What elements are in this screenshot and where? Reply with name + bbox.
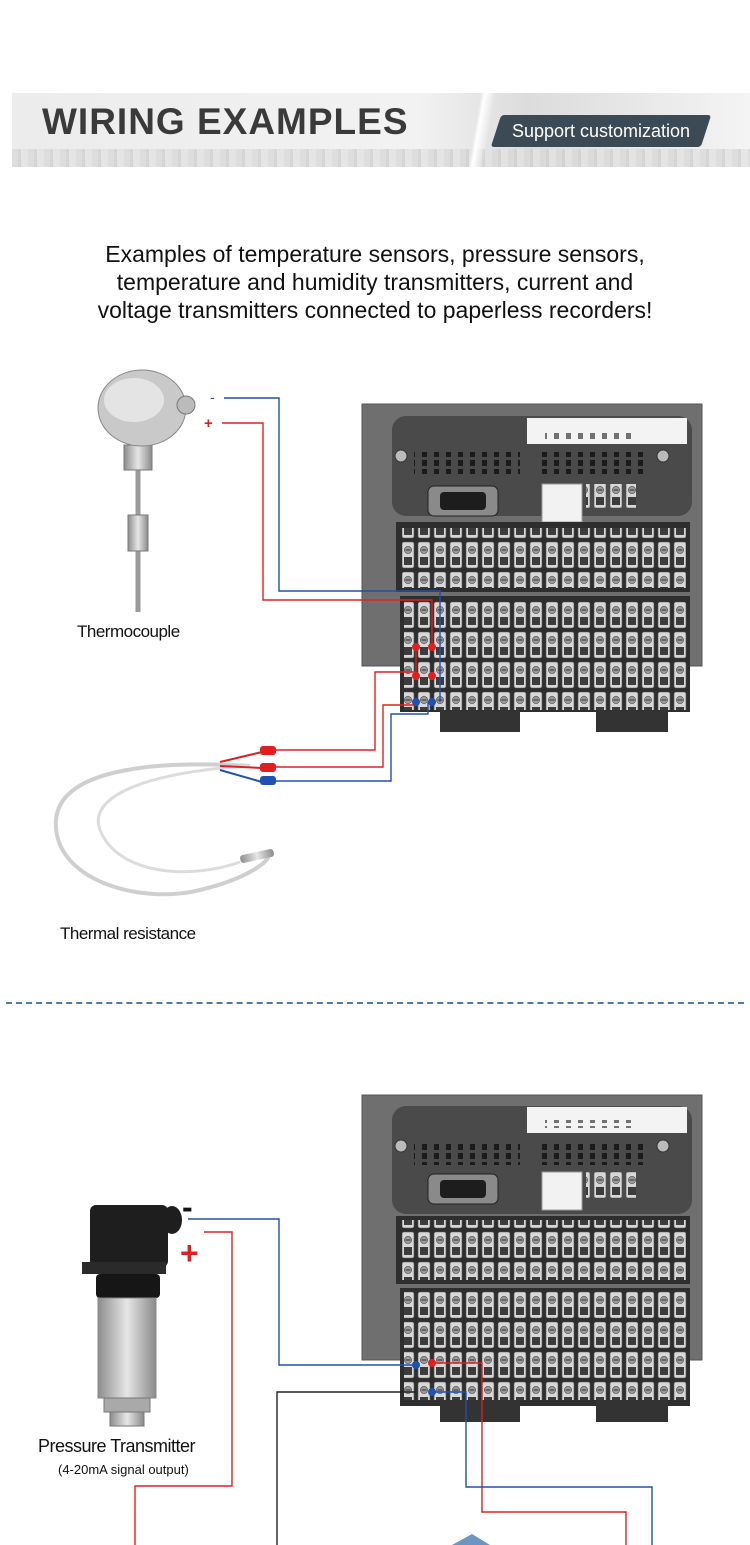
thermocouple-image — [97, 369, 196, 612]
pressure-transmitter-image — [82, 1205, 182, 1427]
support-customization-badge: Support customization — [511, 121, 691, 141]
thermal-resistance-label: Thermal resistance — [60, 924, 196, 943]
intro-line-2: temperature and humidity transmitters, c… — [116, 269, 634, 295]
thermocouple-label: Thermocouple — [77, 622, 180, 641]
banner-stripe — [12, 149, 750, 167]
intro-text: Examples of temperature sensors, pressur… — [40, 240, 710, 324]
recorder-rear-panel-2 — [361, 1094, 703, 1422]
pressure-transmitter-sublabel: (4-20mA signal output) — [58, 1462, 189, 1477]
intro-line-1: Examples of temperature sensors, pressur… — [105, 241, 645, 267]
pressure-minus-sign: - — [182, 1189, 193, 1225]
rtd-wire-1 — [276, 647, 417, 751]
section-divider — [6, 1002, 744, 1004]
thermocouple-plus-sign: + — [204, 415, 213, 432]
pressure-positive-wire — [134, 1231, 233, 1545]
pressure-transmitter-label: Pressure Transmitter — [38, 1436, 196, 1456]
rtd-wire-2 — [276, 704, 418, 768]
thermocouple-positive-wire — [222, 422, 433, 647]
thermocouple-negative-wire — [224, 397, 441, 702]
pressure-black-wire — [276, 1391, 416, 1545]
pressure-negative-wire — [188, 1218, 416, 1366]
thermal-resistance-image — [53, 746, 276, 897]
thermocouple-minus-sign: - — [210, 389, 215, 405]
header-banner: WIRING EXAMPLES Support customization — [12, 93, 750, 167]
pressure-red-wire-down — [432, 1362, 627, 1545]
pressure-blue-wire-down — [432, 1391, 653, 1545]
page-title: WIRING EXAMPLES — [42, 101, 409, 142]
recorder-rear-panel-1 — [361, 403, 703, 732]
rtd-wire-3 — [276, 702, 429, 782]
intro-line-3: voltage transmitters connected to paperl… — [97, 297, 653, 323]
pressure-plus-sign: + — [180, 1235, 199, 1271]
